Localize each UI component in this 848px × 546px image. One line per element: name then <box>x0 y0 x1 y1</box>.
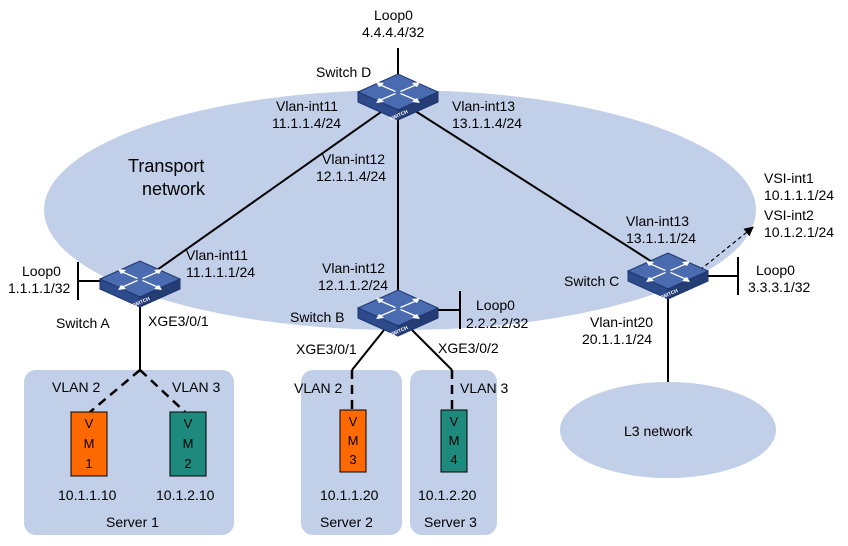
c-vlan13-label: Vlan-int13 <box>626 213 689 229</box>
a-vlan11-label: Vlan-int11 <box>186 247 248 263</box>
vm-2-letter: M <box>183 436 194 451</box>
link-d-c <box>397 99 669 273</box>
switch-c-name: Switch C <box>564 273 619 289</box>
d-vlan13-label: Vlan-int13 <box>452 98 515 114</box>
d-loop-label: Loop0 <box>374 7 413 23</box>
vm-1-letter: M <box>84 436 95 451</box>
vm-2-letter: 2 <box>184 456 191 471</box>
link-d-a <box>139 99 399 283</box>
vm2-ip: 10.1.2.10 <box>156 487 215 503</box>
vm-2-letter: V <box>184 416 193 431</box>
b-vlan12-ip: 12.1.1.2/24 <box>318 277 388 293</box>
a-xge-label: XGE3/0/1 <box>148 313 209 329</box>
server2-name: Server 2 <box>320 514 373 530</box>
vm-3-letter: V <box>349 414 358 429</box>
vm-3-letter: M <box>348 433 359 448</box>
link-b-server2 <box>351 329 385 371</box>
transport-network-label: Transport <box>128 156 204 176</box>
b-loop-label: Loop0 <box>476 297 515 313</box>
b-xge1-label: XGE3/0/1 <box>296 341 357 357</box>
dash-a-vm1 <box>89 369 141 413</box>
c-loop-ip: 3.3.3.1/32 <box>748 279 810 295</box>
c-vsi2-ip: 10.1.2.1/24 <box>764 224 834 240</box>
vm-1-letter: 1 <box>85 456 92 471</box>
transport-network-label: network <box>142 179 206 199</box>
vm-3: V M 3 <box>339 409 367 473</box>
vm-3-letter: 3 <box>349 452 356 467</box>
vm4-ip: 10.1.2.20 <box>418 487 477 503</box>
l3-network-cloud <box>560 382 776 478</box>
c-vlan20-ip: 20.1.1.1/24 <box>582 331 652 347</box>
d-vlan12-label: Vlan-int12 <box>322 151 385 167</box>
vm3-ip: 10.1.1.20 <box>320 487 379 503</box>
a-loop-label: Loop0 <box>22 263 61 279</box>
c-loop-label: Loop0 <box>756 262 795 278</box>
server1-vlan2-label: VLAN 2 <box>52 379 100 395</box>
b-vlan12-label: Vlan-int12 <box>322 260 385 276</box>
a-loop-ip: 1.1.1.1/32 <box>8 280 70 296</box>
transport-network-cloud <box>44 90 756 330</box>
d-vlan11-label: Vlan-int11 <box>276 98 338 114</box>
d-vlan11-ip: 11.1.1.4/24 <box>272 115 341 131</box>
server3-name: Server 3 <box>424 514 477 530</box>
vm-4-letter: 4 <box>450 452 457 467</box>
b-xge2-label: XGE3/0/2 <box>438 340 499 356</box>
vm1-ip: 10.1.1.10 <box>58 487 117 503</box>
vm-1-letter: V <box>85 416 94 431</box>
server2-vlan2-label: VLAN 2 <box>294 380 342 396</box>
server3-vlan3-label: VLAN 3 <box>460 380 508 396</box>
server-1-box <box>24 370 234 535</box>
switch-b-name: Switch B <box>290 309 344 325</box>
l3-network-label: L3 network <box>624 423 693 439</box>
vm-2: V M 2 <box>169 411 207 477</box>
vm-1: V M 1 <box>70 411 108 477</box>
b-loop-ip: 2.2.2.2/32 <box>466 315 528 331</box>
link-b-server3 <box>411 329 453 371</box>
a-vlan11-ip: 11.1.1.1/24 <box>186 264 255 280</box>
d-loop-ip: 4.4.4.4/32 <box>362 24 424 40</box>
vm-4: V M 4 <box>440 409 468 473</box>
server1-vlan3-label: VLAN 3 <box>172 379 220 395</box>
dash-a-vm2 <box>139 369 186 413</box>
server1-name: Server 1 <box>106 514 159 530</box>
switch-d-name: Switch D <box>316 64 371 80</box>
d-vlan13-ip: 13.1.1.4/24 <box>452 115 522 131</box>
c-vsi2-label: VSI-int2 <box>764 207 814 223</box>
c-vsi1-label: VSI-int1 <box>764 170 814 186</box>
switch-a-name: Switch A <box>56 315 110 331</box>
c-vlan20-label: Vlan-int20 <box>590 314 653 330</box>
d-vlan12-ip: 12.1.1.4/24 <box>316 168 386 184</box>
c-vlan13-ip: 13.1.1.1/24 <box>626 230 696 246</box>
c-vsi1-ip: 10.1.1.1/24 <box>764 187 834 203</box>
vm-4-letter: V <box>450 414 459 429</box>
vm-4-letter: M <box>449 433 460 448</box>
